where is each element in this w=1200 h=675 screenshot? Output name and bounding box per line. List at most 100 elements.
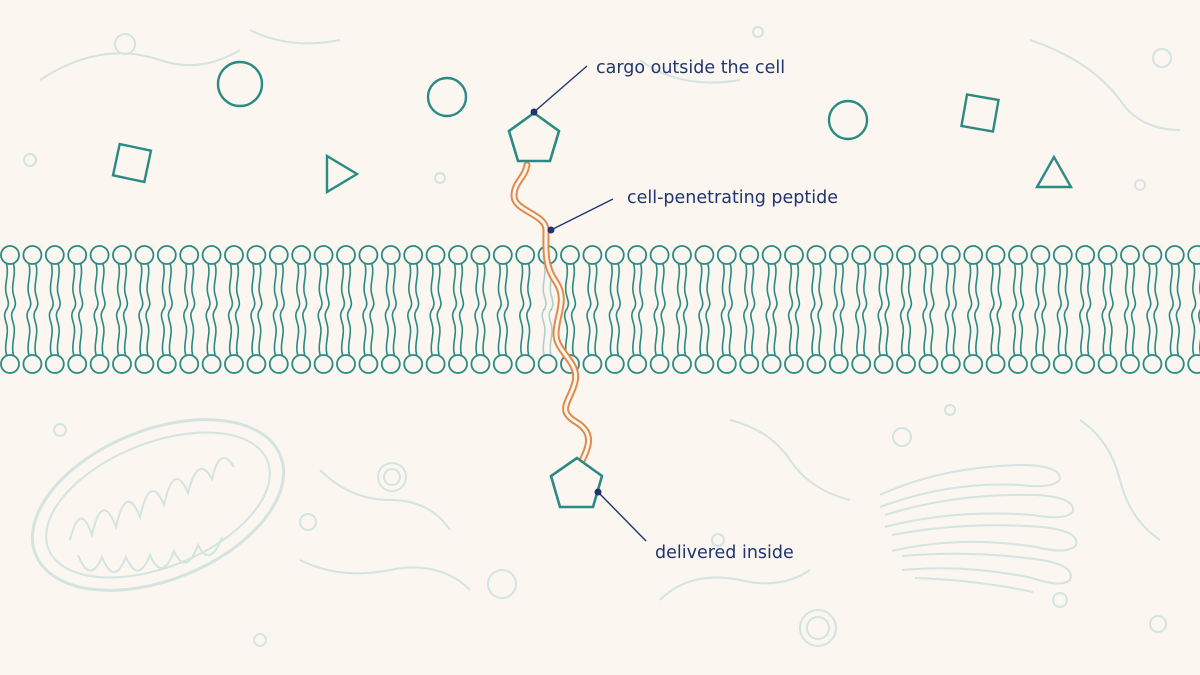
lipid-tail: [1034, 308, 1039, 356]
lipid-tail: [250, 308, 255, 356]
lipid-tail: [11, 263, 17, 311]
lipid-tail: [705, 308, 710, 356]
lipid-tail: [1192, 263, 1197, 311]
lipid-head: [694, 245, 715, 265]
lipid-tail: [1012, 263, 1018, 311]
lipid-tail: [563, 308, 569, 356]
lipid-tail: [1154, 263, 1159, 311]
lipid-tail: [325, 263, 330, 311]
lipid-tail: [974, 308, 979, 356]
lipid-tail: [56, 263, 61, 311]
lipid-tail: [228, 263, 234, 311]
lipid-head: [1008, 245, 1028, 265]
lipid-tail: [10, 308, 16, 356]
lipid-tail: [190, 308, 195, 356]
lipid-head: [1075, 354, 1096, 374]
lipid-tail: [586, 308, 591, 356]
lipid-head: [940, 354, 961, 374]
lipid-tail: [1191, 308, 1196, 356]
lipid-tail: [123, 263, 129, 311]
lipid-head: [784, 354, 804, 374]
lipid-head: [1030, 354, 1051, 374]
lipid-tail: [497, 263, 502, 311]
lipid-tail: [408, 263, 413, 311]
lipid-tail: [48, 308, 53, 356]
lipid-tail: [787, 308, 793, 356]
lipid-tail: [1011, 308, 1017, 356]
lipid-head: [403, 245, 424, 265]
lipid-tail: [213, 263, 218, 311]
lipid-tail: [1176, 263, 1181, 311]
lipid-tail: [391, 308, 396, 356]
lipid-tail: [474, 308, 479, 356]
lipid-tail: [811, 263, 816, 311]
lipid-tail: [347, 263, 353, 311]
lipid-tail: [661, 263, 666, 311]
lipid-head: [246, 354, 267, 374]
lipid-head: [201, 245, 222, 265]
lipid-head: [1030, 245, 1051, 265]
lipid-tail: [184, 263, 189, 311]
lipid-tail: [885, 263, 890, 311]
lipid-head: [515, 245, 536, 265]
lipid-head: [358, 245, 379, 265]
lipid-tail: [1124, 263, 1130, 311]
lipid-tail: [856, 263, 861, 311]
lipid-tail: [436, 308, 441, 356]
lipid-tail: [346, 308, 352, 356]
lipid-tail: [968, 263, 973, 311]
lipid-head: [716, 245, 737, 265]
lipid-tail: [363, 263, 368, 311]
lipid-head: [985, 354, 1006, 374]
lipid-tail: [1018, 308, 1024, 356]
lipid-tail: [587, 263, 592, 311]
lipid-head: [112, 245, 132, 265]
lipid-tail: [683, 263, 689, 311]
lipid-tail: [227, 308, 233, 356]
lipid-tail: [504, 263, 509, 311]
lipid-tail: [594, 263, 599, 311]
lipid-tail: [205, 308, 210, 356]
lipid-tail: [3, 308, 9, 356]
lipid-tail: [385, 263, 390, 311]
lipid-tail: [1130, 308, 1136, 356]
lipid-head: [851, 245, 872, 265]
delivered-inside-leader-line: [597, 491, 647, 542]
lipid-head: [1052, 354, 1073, 374]
lipid-head: [985, 245, 1006, 265]
lipid-head: [963, 245, 984, 265]
lipid-head: [380, 354, 401, 374]
lipid-tail: [1153, 308, 1158, 356]
cargo-outside-pentagon-icon: [507, 111, 561, 163]
lipid-tail: [430, 263, 435, 311]
lipid-head: [22, 354, 43, 374]
lipid-tail: [788, 263, 794, 311]
lipid-tail: [615, 308, 620, 356]
lipid-head: [403, 354, 424, 374]
delivered-inside-leader-dot: [594, 488, 602, 496]
vesicle-icon: [799, 609, 837, 647]
lipid-tail: [975, 263, 980, 311]
lipid-tail: [906, 308, 912, 356]
lipid-head: [806, 354, 827, 374]
lipid-head: [67, 245, 88, 265]
lipid-bilayer: [0, 245, 1200, 374]
lipid-tail: [191, 263, 196, 311]
lipid-tail: [503, 308, 508, 356]
lipid-tail: [1035, 263, 1040, 311]
lipid-head: [224, 245, 244, 265]
lipid-tail: [317, 308, 322, 356]
lipid-tail: [878, 263, 883, 311]
lipid-tail: [751, 263, 756, 311]
lipid-head: [89, 245, 110, 265]
lipid-tail: [728, 263, 733, 311]
lipid-head: [336, 354, 356, 374]
lipid-tail: [101, 263, 106, 311]
lipid-tail: [362, 308, 367, 356]
lipid-tail: [570, 308, 576, 356]
lipid-head: [380, 245, 401, 265]
lipid-head: [224, 354, 244, 374]
lipid-tail: [638, 308, 643, 356]
molecule-circle-icon: [827, 99, 869, 141]
lipid-tail: [839, 308, 844, 356]
